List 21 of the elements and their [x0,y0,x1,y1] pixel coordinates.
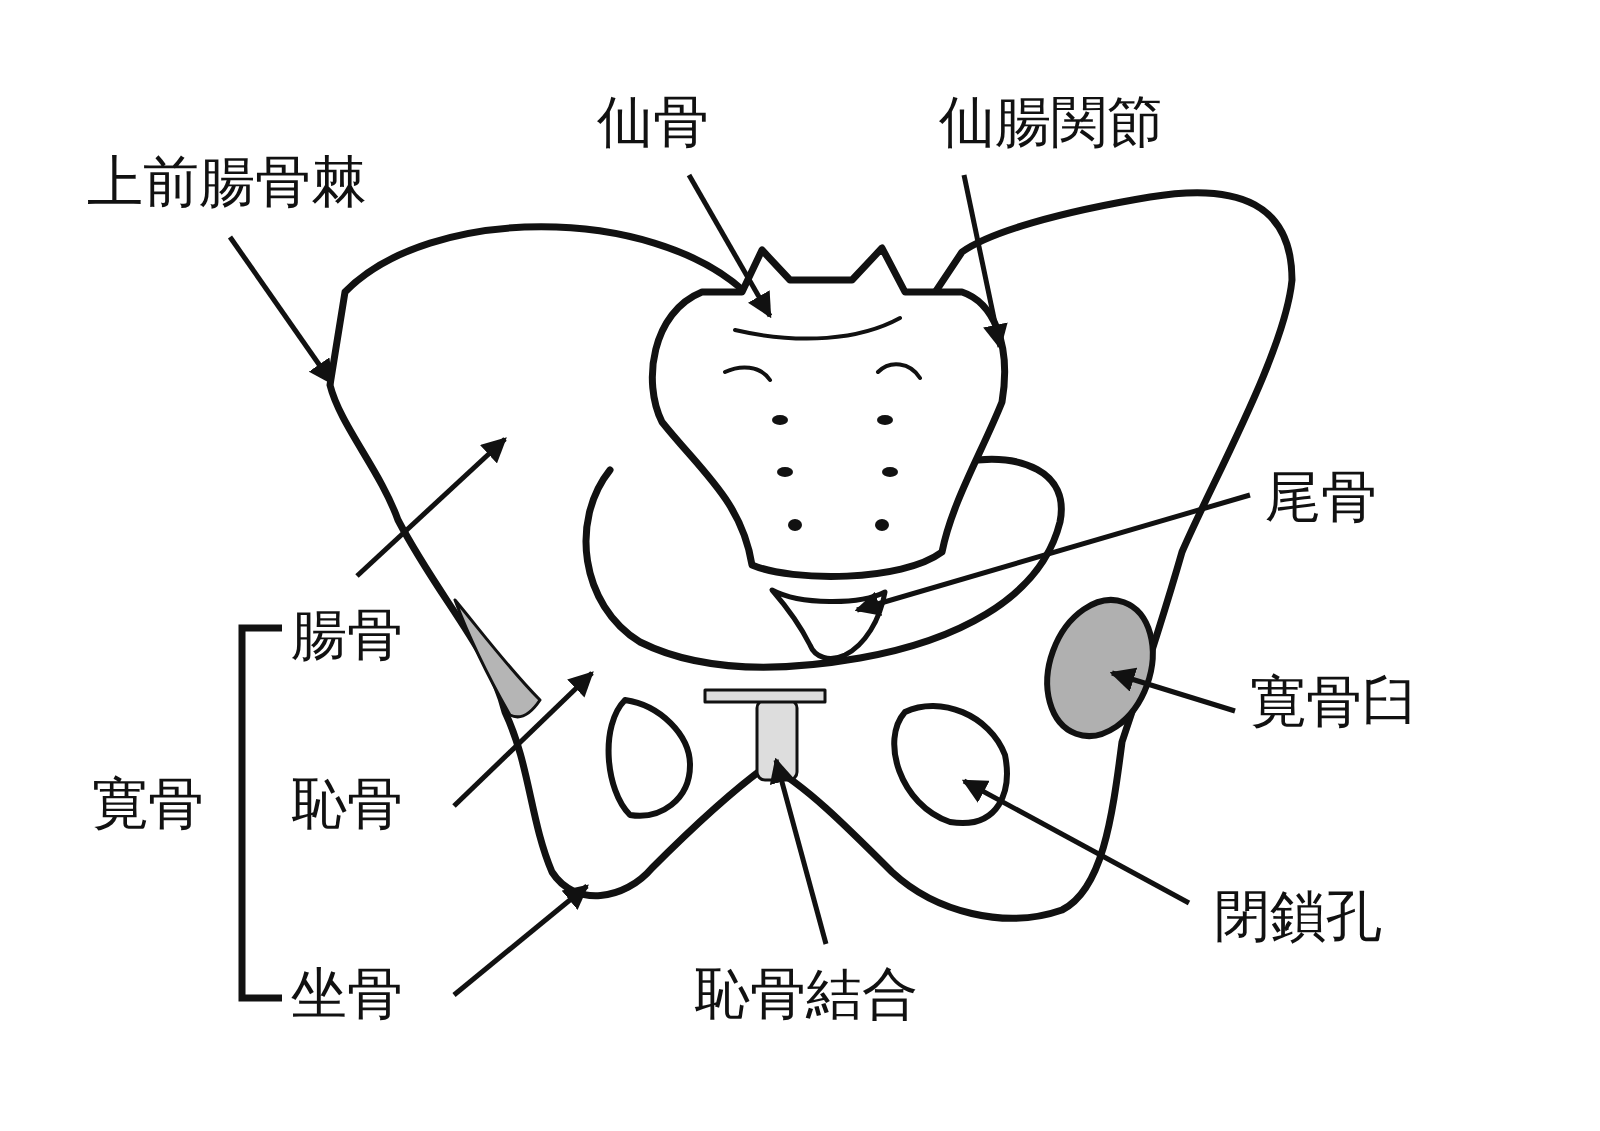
leader-arrow [854,492,1251,616]
leader-arrow [961,778,1191,906]
part-label: 仙骨 [597,90,709,154]
part-label: 腸骨 [291,603,403,667]
part-label: 恥骨結合 [694,962,918,1026]
leader-arrow [1109,667,1236,714]
part-label: 寛骨臼 [1250,670,1418,734]
part-label: 仙腸関節 [939,90,1163,154]
part-label: 閉鎖孔 [1214,884,1382,948]
part-label: 上前腸骨棘 [87,150,367,214]
part-label: 尾骨 [1265,465,1377,529]
part-label: 恥骨 [291,772,403,836]
leader-arrow [769,757,829,945]
leader-arrow [227,235,335,386]
leader-arrow [355,437,507,578]
leader-arrow [686,173,773,319]
group-label: 寛骨 [92,772,204,836]
leader-arrow [961,174,1008,350]
leader-arrow [452,671,594,808]
leader-arrow [452,884,589,997]
part-label: 坐骨 [291,962,403,1026]
